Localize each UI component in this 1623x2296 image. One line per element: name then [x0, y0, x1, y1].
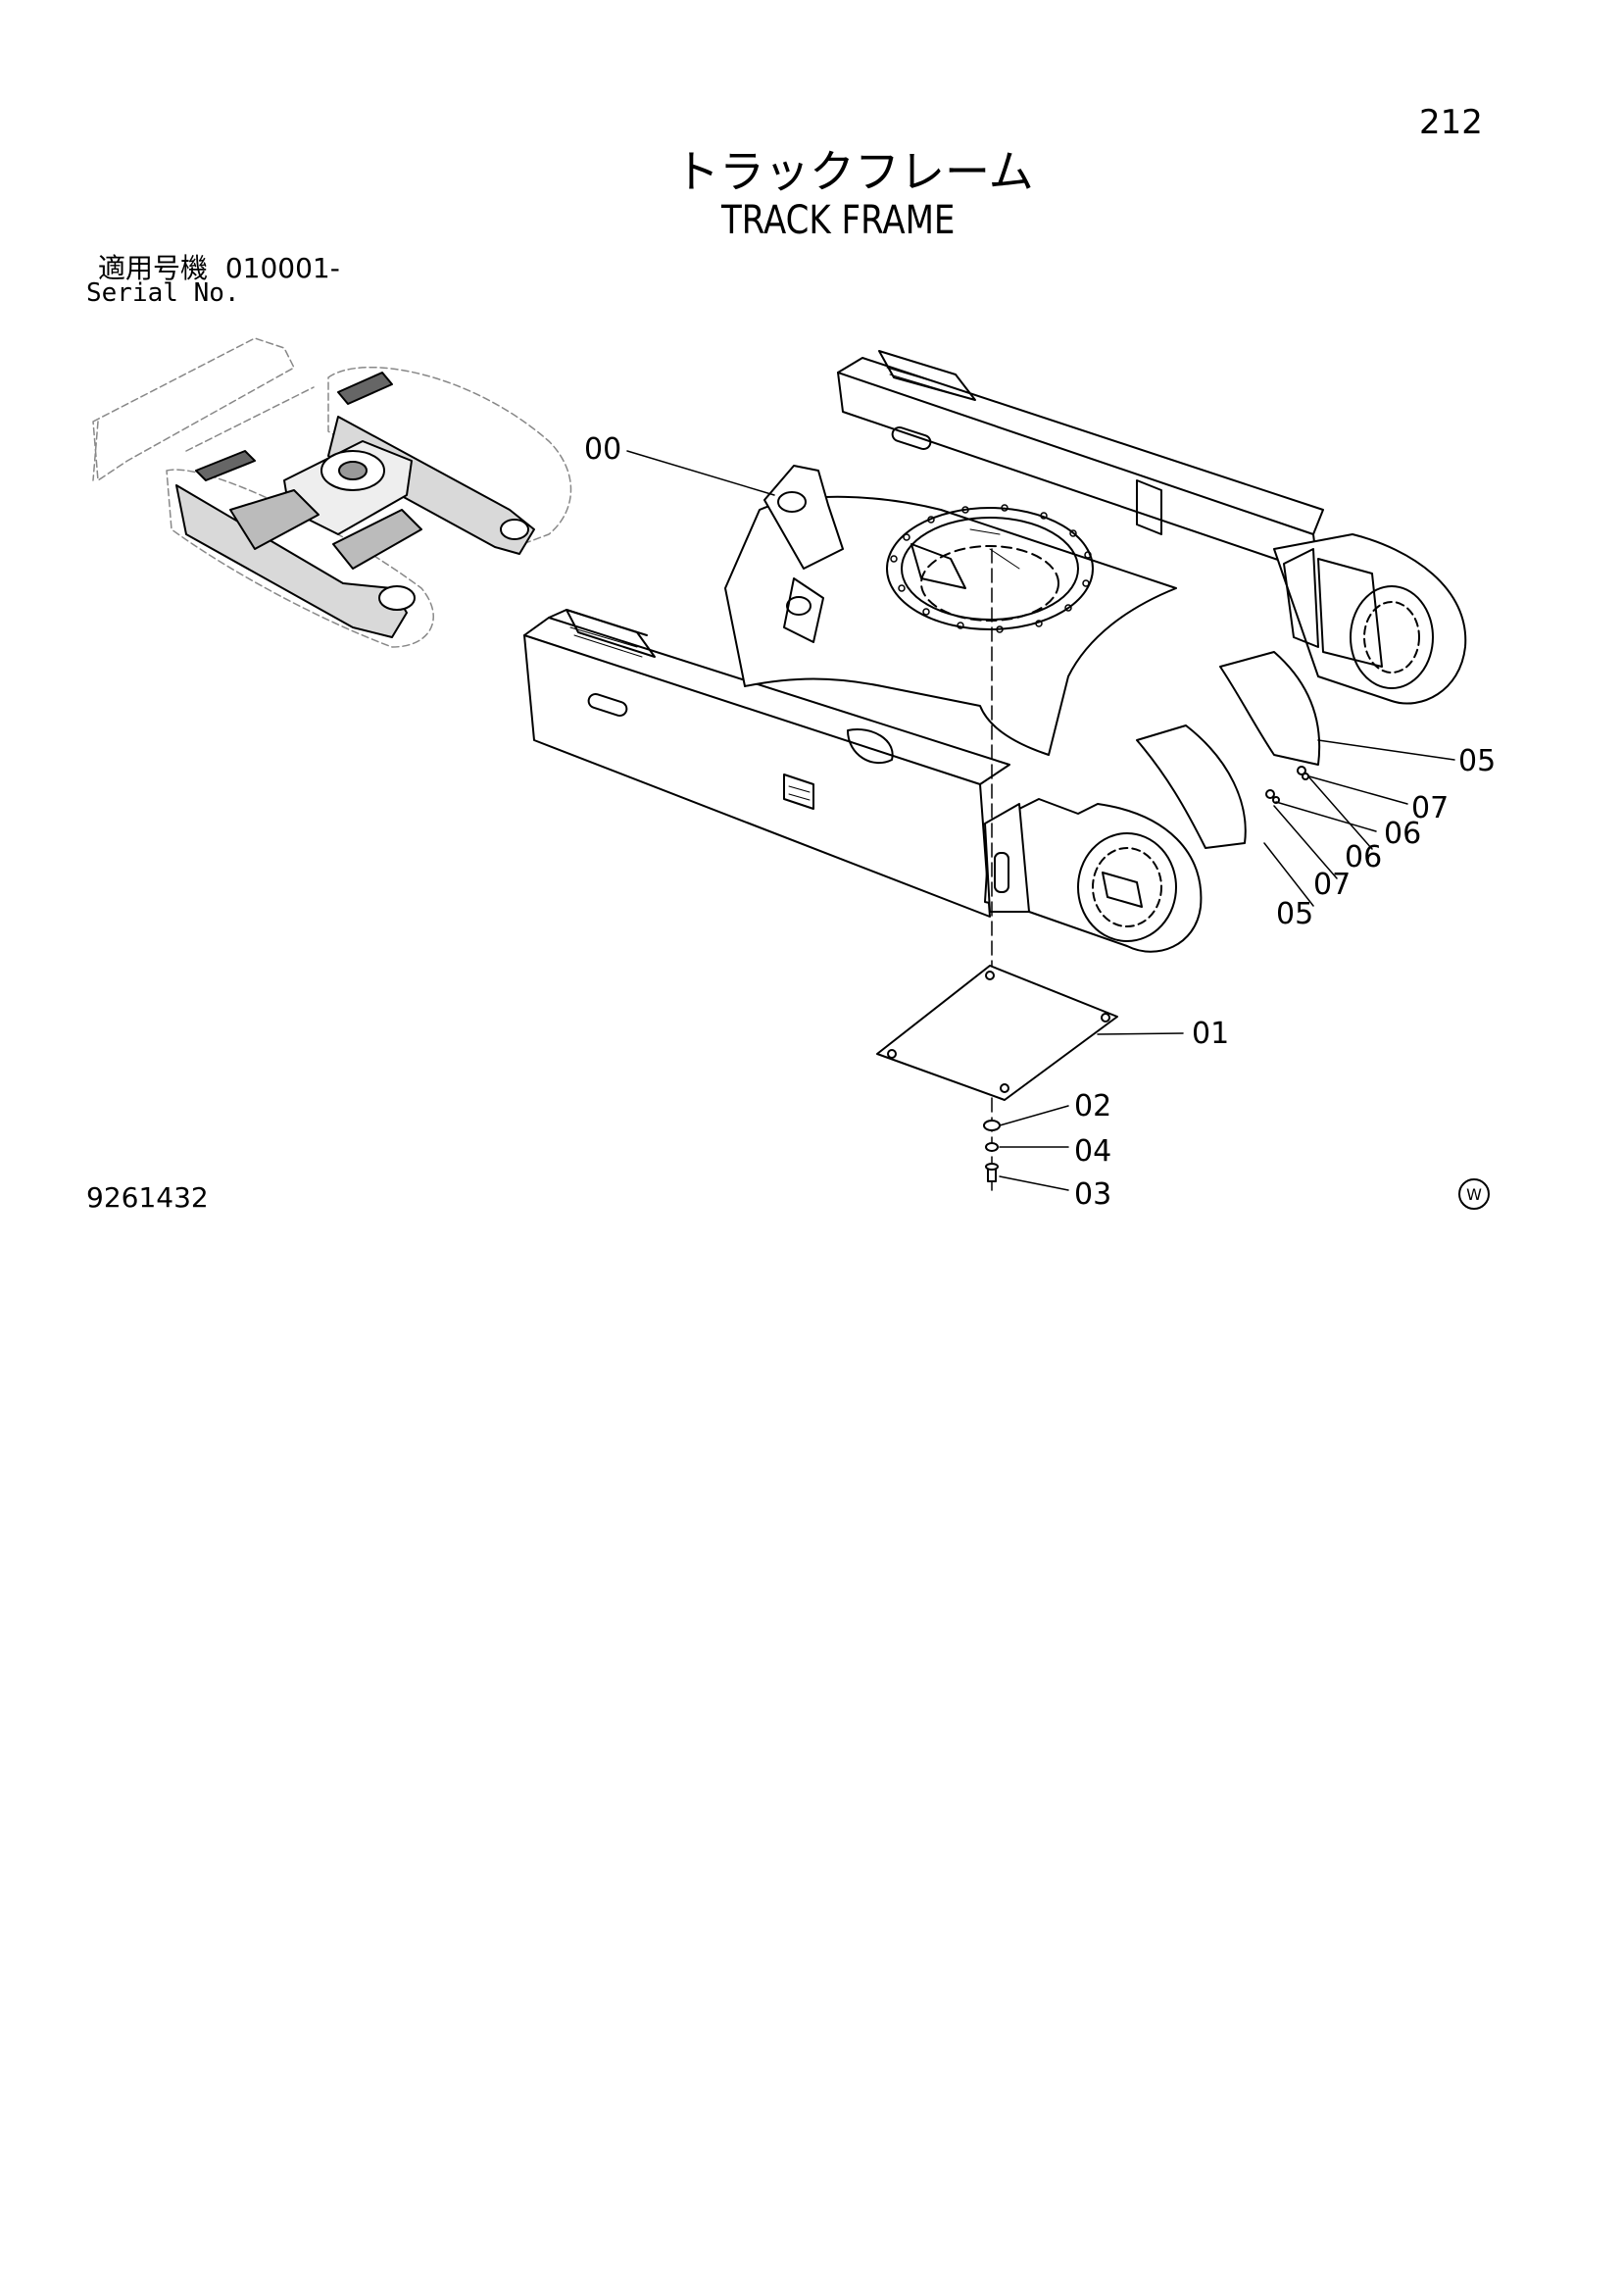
corner-mark: W — [1458, 1178, 1490, 1210]
serial-label-en: Serial No. — [86, 278, 240, 308]
callout-06-upper: 06 — [1384, 817, 1422, 851]
callout-07-lower: 07 — [1313, 868, 1352, 902]
serial-label-jp: 適用号機 010001- — [98, 255, 340, 282]
callout-05-lower: 05 — [1276, 897, 1314, 931]
machine-overview-inset — [92, 337, 572, 648]
callout-leaders — [626, 450, 1455, 1191]
callout-05-upper: 05 — [1458, 744, 1497, 778]
callout-01: 01 — [1192, 1017, 1230, 1051]
callout-07-upper: 07 — [1411, 791, 1450, 825]
title-japanese: トラックフレーム — [674, 145, 1034, 198]
title-english: TRACK FRAME — [721, 198, 956, 243]
callout-00: 00 — [584, 432, 622, 467]
serial-value: 010001- — [224, 252, 340, 284]
drawing-number: 9261432 — [86, 1181, 209, 1214]
page-number: 212 — [1419, 103, 1483, 142]
callout-06-lower: 06 — [1345, 840, 1383, 874]
callout-03: 03 — [1074, 1177, 1112, 1212]
serial-label-jp-text: 適用号機 — [98, 252, 209, 284]
track-frame-main — [523, 350, 1467, 1192]
callout-02: 02 — [1074, 1089, 1112, 1123]
callout-04: 04 — [1074, 1134, 1112, 1169]
